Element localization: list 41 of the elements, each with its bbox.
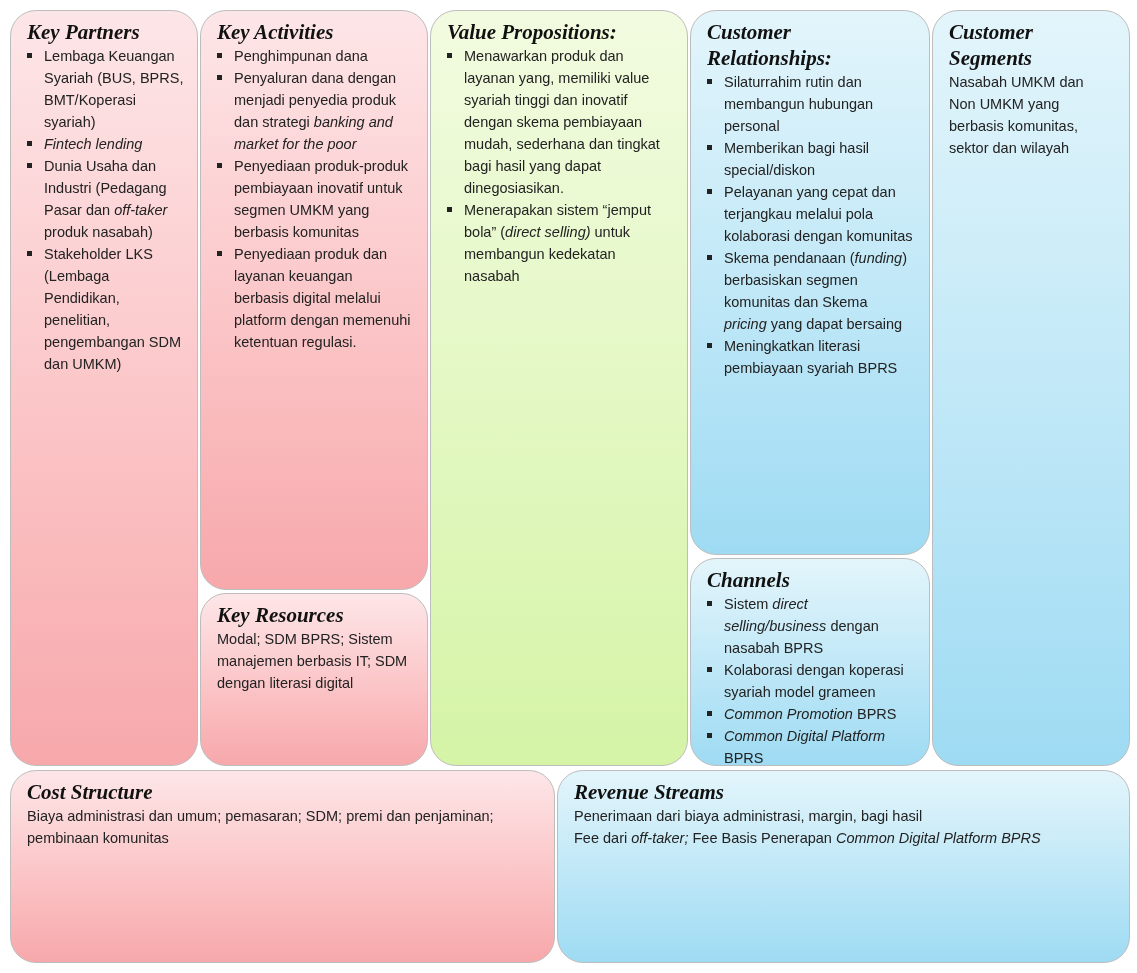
body-text: Modal; SDM BPRS; Sistem manajemen berbasis IT; SDM dengan literasi digital <box>217 630 409 693</box>
canvas-block <box>200 10 428 590</box>
list-item-text: Penyediaan produk dan layanan keuangan berbasis digital melalui platform dengan memenuhi ketentuan regulasi. <box>234 245 411 352</box>
body-text: Biaya administrasi dan umum; pemasaran; SDM; premi dan penjaminan; pembinaan komunitas <box>27 807 495 848</box>
list-item-text: Skema pendanaan (funding) berbasiskan segmen komunitas dan Skema pricing yang dapat bersaing <box>724 249 908 334</box>
canvas-block <box>10 10 198 766</box>
list-item-text: Fintech lending <box>44 135 143 154</box>
list-item-text: Meningkatkan literasi pembiayaan syariah BPRS <box>724 337 899 378</box>
body-text: Penerimaan dari biaya administrasi, margin, bagi hasil <box>574 807 924 826</box>
list-item-text: Dunia Usaha dan Industri (Pedagang Pasar dan off-taker produk nasabah) <box>44 157 169 242</box>
block-heading: Customer Segments <box>949 19 1035 71</box>
body-text: Nasabah UMKM dan Non UMKM yang berbasis komunitas, sektor dan wilayah <box>949 73 1085 158</box>
list-item-text: Penghimpunan dana <box>234 47 368 66</box>
list-item-text: Menawarkan produk dan layanan yang, memiliki value syariah tinggi dan inovatif dengan skema pembiayaan mudah, sederhana dan tingkat bagi hasil yang dapat dinegosiasikan. <box>464 47 661 198</box>
canvas-block <box>690 10 930 555</box>
list-item-text: Stakeholder LKS (Lembaga Pendidikan, penelitian, pengembangan SDM dan UMKM) <box>44 245 183 374</box>
list-item-text: Memberikan bagi hasil special/diskon <box>724 139 871 180</box>
block-heading: Value Propositions: <box>447 19 618 45</box>
list-item-text: Kolaborasi dengan koperasi syariah model grameen <box>724 661 905 702</box>
list-item-text: Silaturrahim rutin dan membangun hubungan personal <box>724 73 875 136</box>
list-item-text: Sistem direct selling/business dengan nasabah BPRS <box>724 595 880 658</box>
block-heading: Customer Relationships: <box>707 19 833 71</box>
list-item-text: Penyediaan produk-produk pembiayaan inovatif untuk segmen UMKM yang berbasis komunitas <box>234 157 410 242</box>
block-heading: Key Activities <box>217 19 335 45</box>
canvas-block <box>932 10 1130 766</box>
body-text: Fee dari off-taker; Fee Basis Penerapan Common Digital Platform BPRS <box>574 829 1042 848</box>
block-heading: Revenue Streams <box>574 779 725 805</box>
list-item-text: Penyaluran dana dengan menjadi penyedia produk dan strategi banking and market for the poor <box>234 69 398 154</box>
block-heading: Key Resources <box>217 602 345 628</box>
block-heading: Channels <box>707 567 791 593</box>
canvas-block <box>10 770 555 963</box>
list-item-text: Lembaga Keuangan Syariah (BUS, BPRS, BMT/Koperasi syariah) <box>44 47 185 132</box>
canvas-block <box>690 558 930 766</box>
list-item-text: Menerapakan sistem “jemput bola” (direct selling) untuk membangun kedekatan nasabah <box>464 201 652 286</box>
canvas-block <box>200 593 428 766</box>
canvas-block <box>430 10 688 766</box>
block-heading: Key Partners <box>27 19 141 45</box>
block-heading: Cost Structure <box>27 779 154 805</box>
list-item-text: Common Promotion BPRS <box>724 705 897 724</box>
canvas-block <box>557 770 1130 963</box>
list-item-text: Common Digital Platform BPRS <box>724 727 887 765</box>
